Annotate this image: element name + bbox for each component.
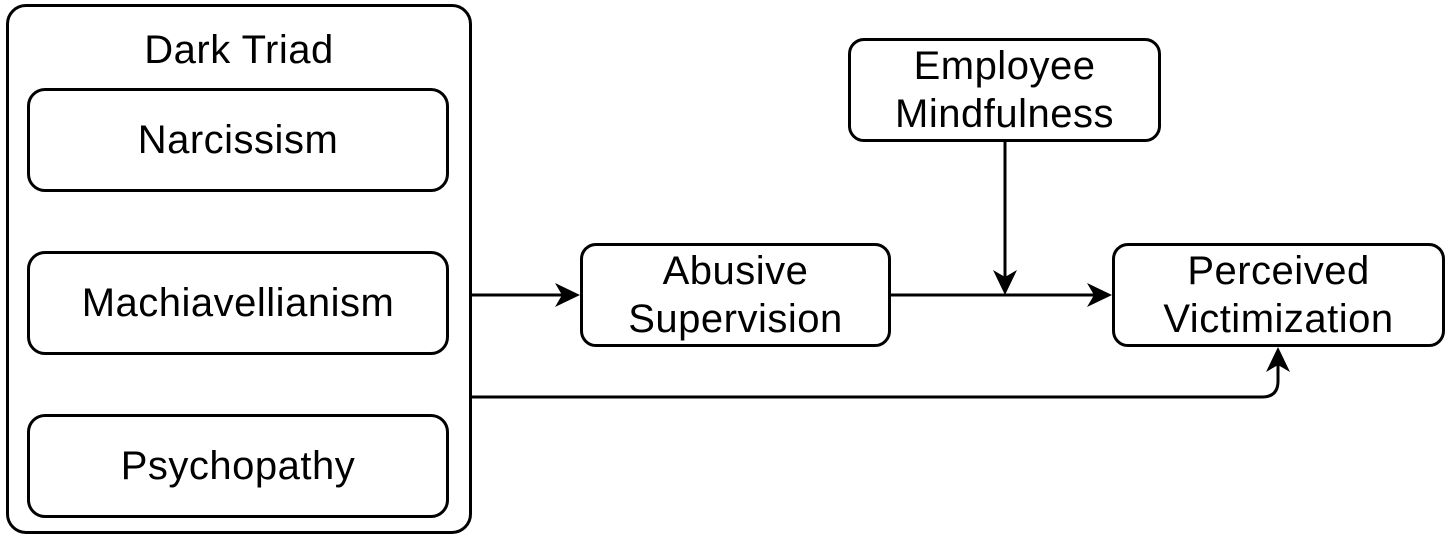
abusive-supervision-line-2: Supervision	[628, 297, 843, 341]
machiavellianism-box: Machiavellianism	[27, 251, 449, 355]
dark-triad-title: Dark Triad	[144, 28, 334, 72]
arrowhead-moderation	[993, 270, 1017, 295]
employee-mindfulness-box: Employee Mindfulness	[848, 38, 1161, 142]
psychopathy-label: Psychopathy	[120, 444, 356, 488]
employee-mindfulness-line-1: Employee	[913, 44, 1096, 88]
perceived-victimization-box: Perceived Victimization	[1112, 243, 1445, 347]
abusive-supervision-line-1: Abusive	[662, 249, 809, 293]
arrowhead-perceived-victimization-direct	[1266, 347, 1290, 372]
employee-mindfulness-line-2: Mindfulness	[895, 92, 1114, 136]
arrowhead-perceived-victimization	[1087, 283, 1112, 307]
abusive-supervision-box: Abusive Supervision	[580, 243, 891, 347]
arrow-dark-triad-to-perceived-victimization	[472, 352, 1280, 399]
narcissism-box: Narcissism	[27, 88, 449, 192]
perceived-victimization-line-2: Victimization	[1163, 297, 1394, 341]
arrowhead-abusive-supervision	[555, 283, 580, 307]
machiavellianism-label: Machiavellianism	[81, 281, 395, 325]
perceived-victimization-line-1: Perceived	[1187, 249, 1370, 293]
psychopathy-box: Psychopathy	[27, 414, 449, 518]
narcissism-label: Narcissism	[137, 118, 339, 162]
